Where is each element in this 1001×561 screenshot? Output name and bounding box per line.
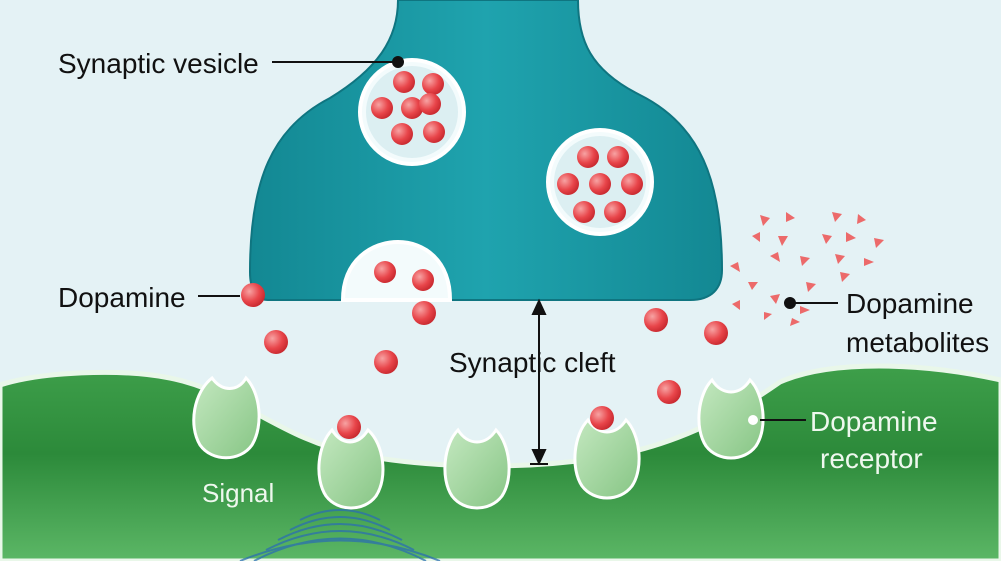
signal-waves-icon	[239, 509, 441, 561]
dopamine-receptor	[573, 417, 641, 500]
synaptic-vesicle-label: Synaptic vesicle	[58, 48, 259, 79]
free-dopamine	[241, 283, 728, 404]
dopamine-metabolites-label-line2: metabolites	[846, 327, 989, 358]
synaptic-cleft-label: Synaptic cleft	[449, 347, 616, 378]
presynaptic-terminal	[248, 0, 724, 301]
dopamine-receptor-label-line2: receptor	[820, 443, 923, 474]
dopamine-receptor	[697, 377, 765, 460]
dopamine-label: Dopamine	[58, 282, 186, 313]
signal-label: Signal	[202, 478, 274, 508]
cleft-width-arrow	[530, 298, 548, 466]
dopamine-receptors	[192, 375, 765, 510]
bound-dopamine	[337, 406, 614, 439]
dopamine-metabolites	[730, 212, 884, 326]
dopamine-receptor	[192, 375, 261, 460]
dopamine-metabolites-label-line1: Dopamine	[846, 288, 974, 319]
leader-lines	[198, 56, 838, 421]
vesicle-dopamine	[371, 71, 643, 291]
receptor-pointer-dot	[748, 415, 758, 425]
dopamine-receptor	[317, 427, 385, 510]
dopamine-receptor-label-line1: Dopamine	[810, 406, 938, 437]
dopamine-receptor	[443, 427, 511, 510]
